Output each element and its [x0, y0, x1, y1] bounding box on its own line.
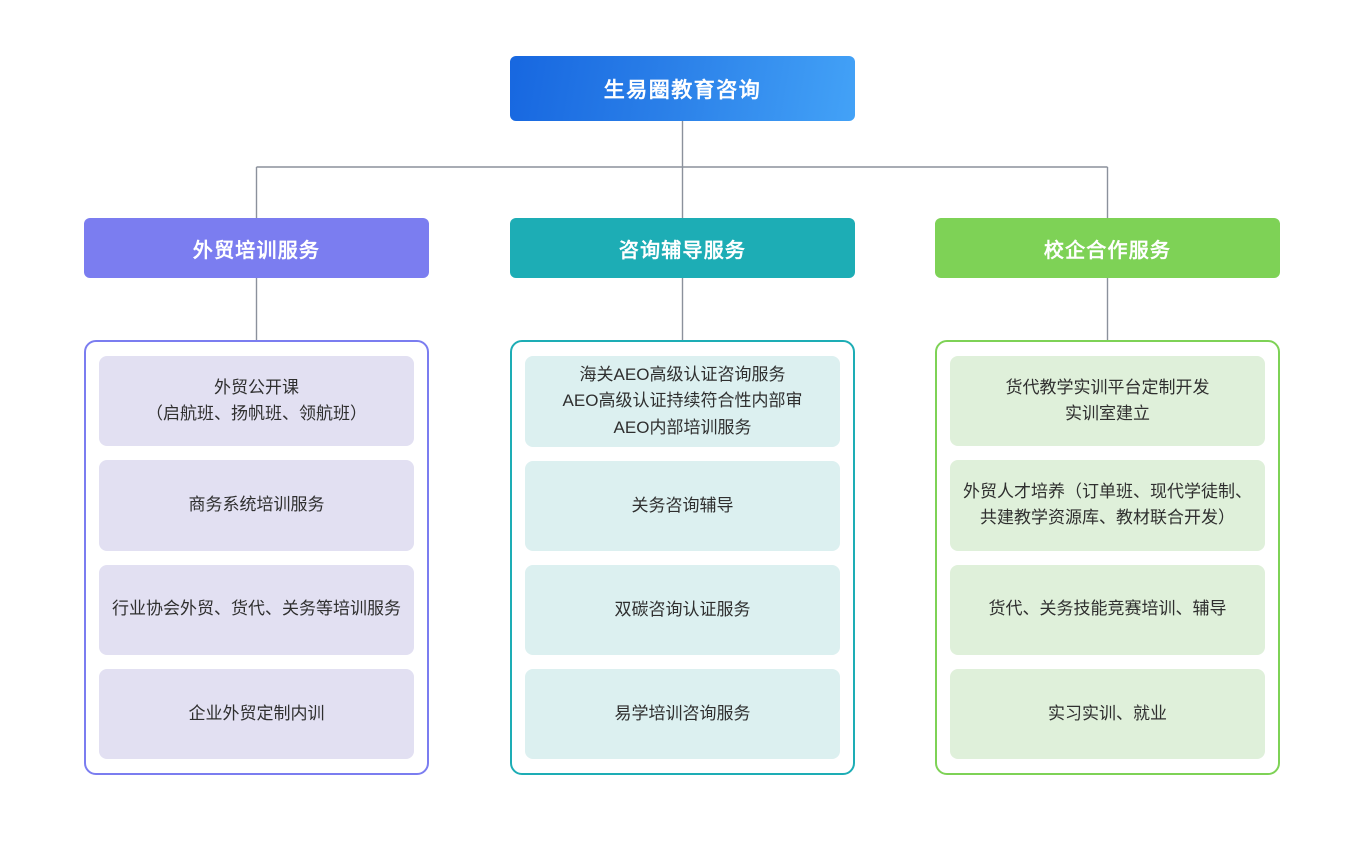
service-card[interactable]: 外贸人才培养（订单班、现代学徒制、共建教学资源库、教材联合开发） — [950, 460, 1265, 551]
service-card[interactable]: 商务系统培训服务 — [99, 460, 414, 551]
service-card-label: 行业协会外贸、货代、关务等培训服务 — [112, 599, 401, 619]
service-card[interactable]: 海关AEO高级认证咨询服务 AEO高级认证持续符合性内部审 AEO内部培训服务 — [525, 356, 840, 448]
branch-column-1: 咨询辅导服务 海关AEO高级认证咨询服务 AEO高级认证持续符合性内部审 AEO… — [510, 218, 855, 775]
service-card-label: 双碳咨询认证服务 — [614, 599, 751, 619]
branch-column-2: 校企合作服务 货代教学实训平台定制开发 实训室建立 外贸人才培养（订单班、现代学… — [935, 218, 1280, 775]
service-card-label: 实习实训、就业 — [1048, 703, 1167, 723]
service-card[interactable]: 易学培训咨询服务 — [525, 669, 840, 759]
service-card[interactable]: 行业协会外贸、货代、关务等培训服务 — [99, 564, 414, 655]
service-card-label: 商务系统培训服务 — [188, 495, 325, 515]
root-node[interactable]: 生易圈教育咨询 — [510, 56, 855, 121]
branch-panel-0: 外贸公开课 （启航班、扬帆班、领航班） 商务系统培训服务 行业协会外贸、货代、关… — [84, 340, 429, 775]
service-card-label: 海关AEO高级认证咨询服务 AEO高级认证持续符合性内部审 AEO内部培训服务 — [562, 365, 803, 437]
service-card[interactable]: 货代教学实训平台定制开发 实训室建立 — [950, 356, 1265, 447]
service-card-label: 关务咨询辅导 — [631, 495, 734, 515]
service-card-label: 货代教学实训平台定制开发 实训室建立 — [1005, 377, 1210, 424]
branch-panel-2: 货代教学实训平台定制开发 实训室建立 外贸人才培养（订单班、现代学徒制、共建教学… — [935, 340, 1280, 775]
service-card[interactable]: 外贸公开课 （启航班、扬帆班、领航班） — [99, 356, 414, 447]
root-node-label: 生易圈教育咨询 — [603, 78, 762, 102]
branch-header-2[interactable]: 校企合作服务 — [935, 218, 1280, 278]
branch-column-0: 外贸培训服务 外贸公开课 （启航班、扬帆班、领航班） 商务系统培训服务 行业协会… — [84, 218, 429, 775]
service-card-label: 外贸人才培养（订单班、现代学徒制、共建教学资源库、教材联合开发） — [963, 482, 1252, 528]
branch-header-label: 咨询辅导服务 — [618, 239, 747, 262]
service-card[interactable]: 货代、关务技能竞赛培训、辅导 — [950, 564, 1265, 655]
branch-header-label: 校企合作服务 — [1043, 239, 1172, 262]
service-card-label: 货代、关务技能竞赛培训、辅导 — [988, 599, 1227, 619]
service-card[interactable]: 实习实训、就业 — [950, 668, 1265, 759]
service-card-label: 企业外贸定制内训 — [188, 703, 325, 723]
branch-header-1[interactable]: 咨询辅导服务 — [510, 218, 855, 278]
service-card-label: 外贸公开课 （启航班、扬帆班、领航班） — [146, 377, 367, 424]
branch-header-0[interactable]: 外贸培训服务 — [84, 218, 429, 278]
service-card[interactable]: 关务咨询辅导 — [525, 461, 840, 552]
service-card[interactable]: 双碳咨询认证服务 — [525, 565, 840, 655]
service-card-label: 易学培训咨询服务 — [614, 703, 751, 723]
branch-panel-1: 海关AEO高级认证咨询服务 AEO高级认证持续符合性内部审 AEO内部培训服务 … — [510, 340, 855, 775]
service-card[interactable]: 企业外贸定制内训 — [99, 668, 414, 759]
branch-header-label: 外贸培训服务 — [192, 239, 321, 262]
